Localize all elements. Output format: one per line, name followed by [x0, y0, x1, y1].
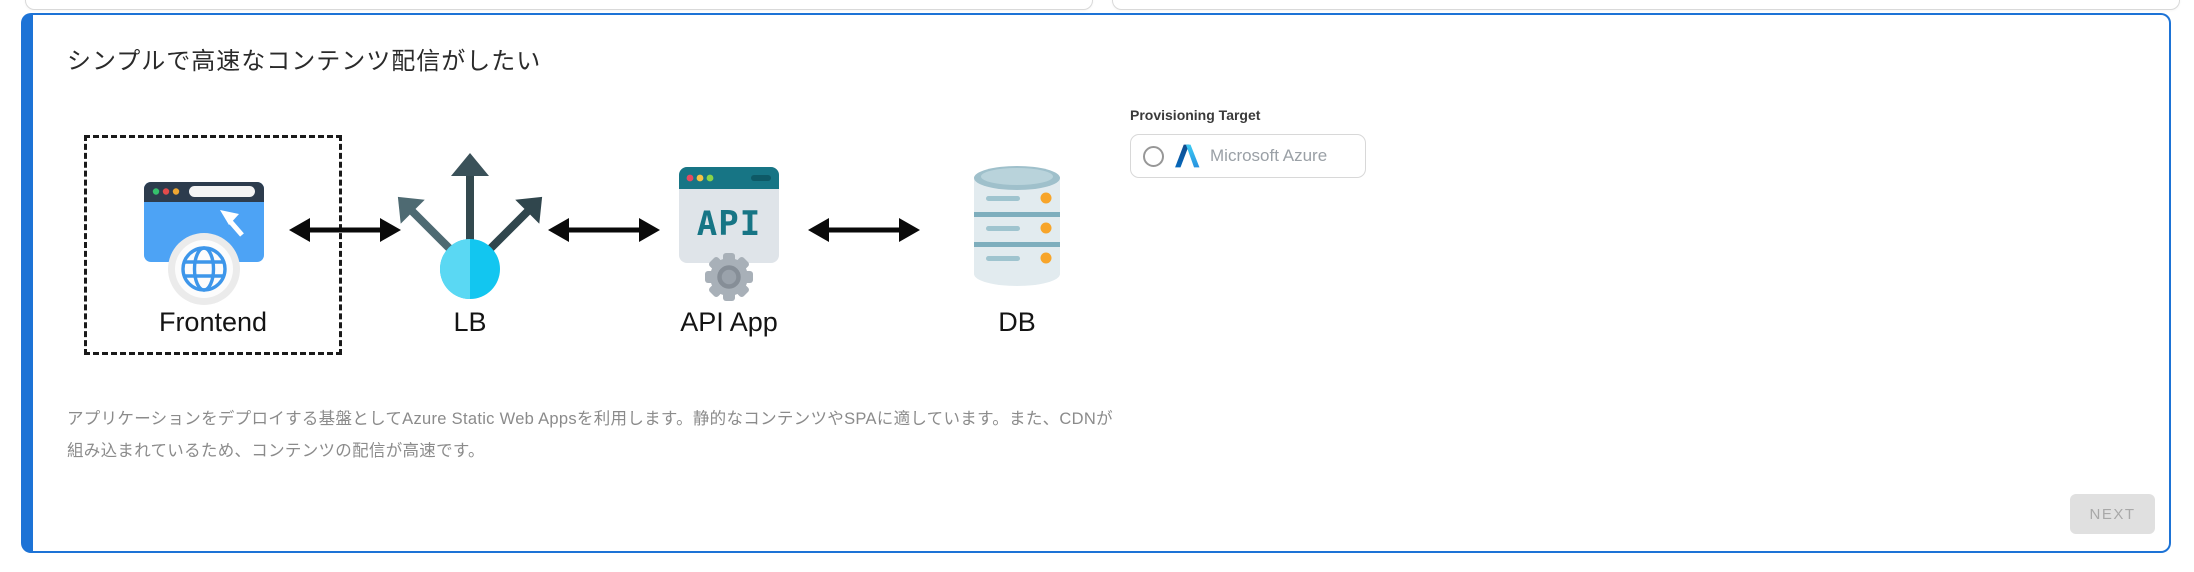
provisioning-option-label: Microsoft Azure	[1210, 146, 1328, 165]
card-description: アプリケーションをデプロイする基盤としてAzure Static Web App…	[67, 410, 1113, 461]
provisioning-target-label: Provisioning Target	[1130, 107, 1261, 123]
previous-card-edge-right	[1112, 0, 2180, 10]
azure-logo-icon	[1175, 144, 1200, 168]
load-balancer-icon	[397, 153, 543, 299]
database-icon	[974, 166, 1060, 286]
browser-frontend-icon	[144, 182, 264, 305]
bidirectional-arrow-icon	[548, 218, 660, 242]
bidirectional-arrow-icon	[808, 218, 920, 242]
bidirectional-arrow-icon	[289, 218, 401, 242]
node-label-frontend: Frontend	[158, 307, 268, 337]
previous-card-edge-left	[25, 0, 1093, 10]
node-label-lb: LB	[453, 307, 487, 337]
provisioning-option-azure[interactable]: Microsoft Azure	[1130, 134, 1366, 178]
node-label-db: DB	[998, 307, 1036, 337]
api-icon-text: API	[697, 204, 761, 244]
frontend-highlight-box	[84, 135, 342, 355]
node-label-api-app: API App	[680, 307, 778, 337]
pattern-card: シンプルで高速なコンテンツ配信がしたい	[21, 13, 2171, 553]
next-button[interactable]: NEXT	[2070, 494, 2155, 534]
api-app-icon: API	[679, 167, 779, 301]
radio-unchecked-icon[interactable]	[1143, 145, 1164, 167]
card-title: シンプルで高速なコンテンツ配信がしたい	[67, 48, 542, 75]
